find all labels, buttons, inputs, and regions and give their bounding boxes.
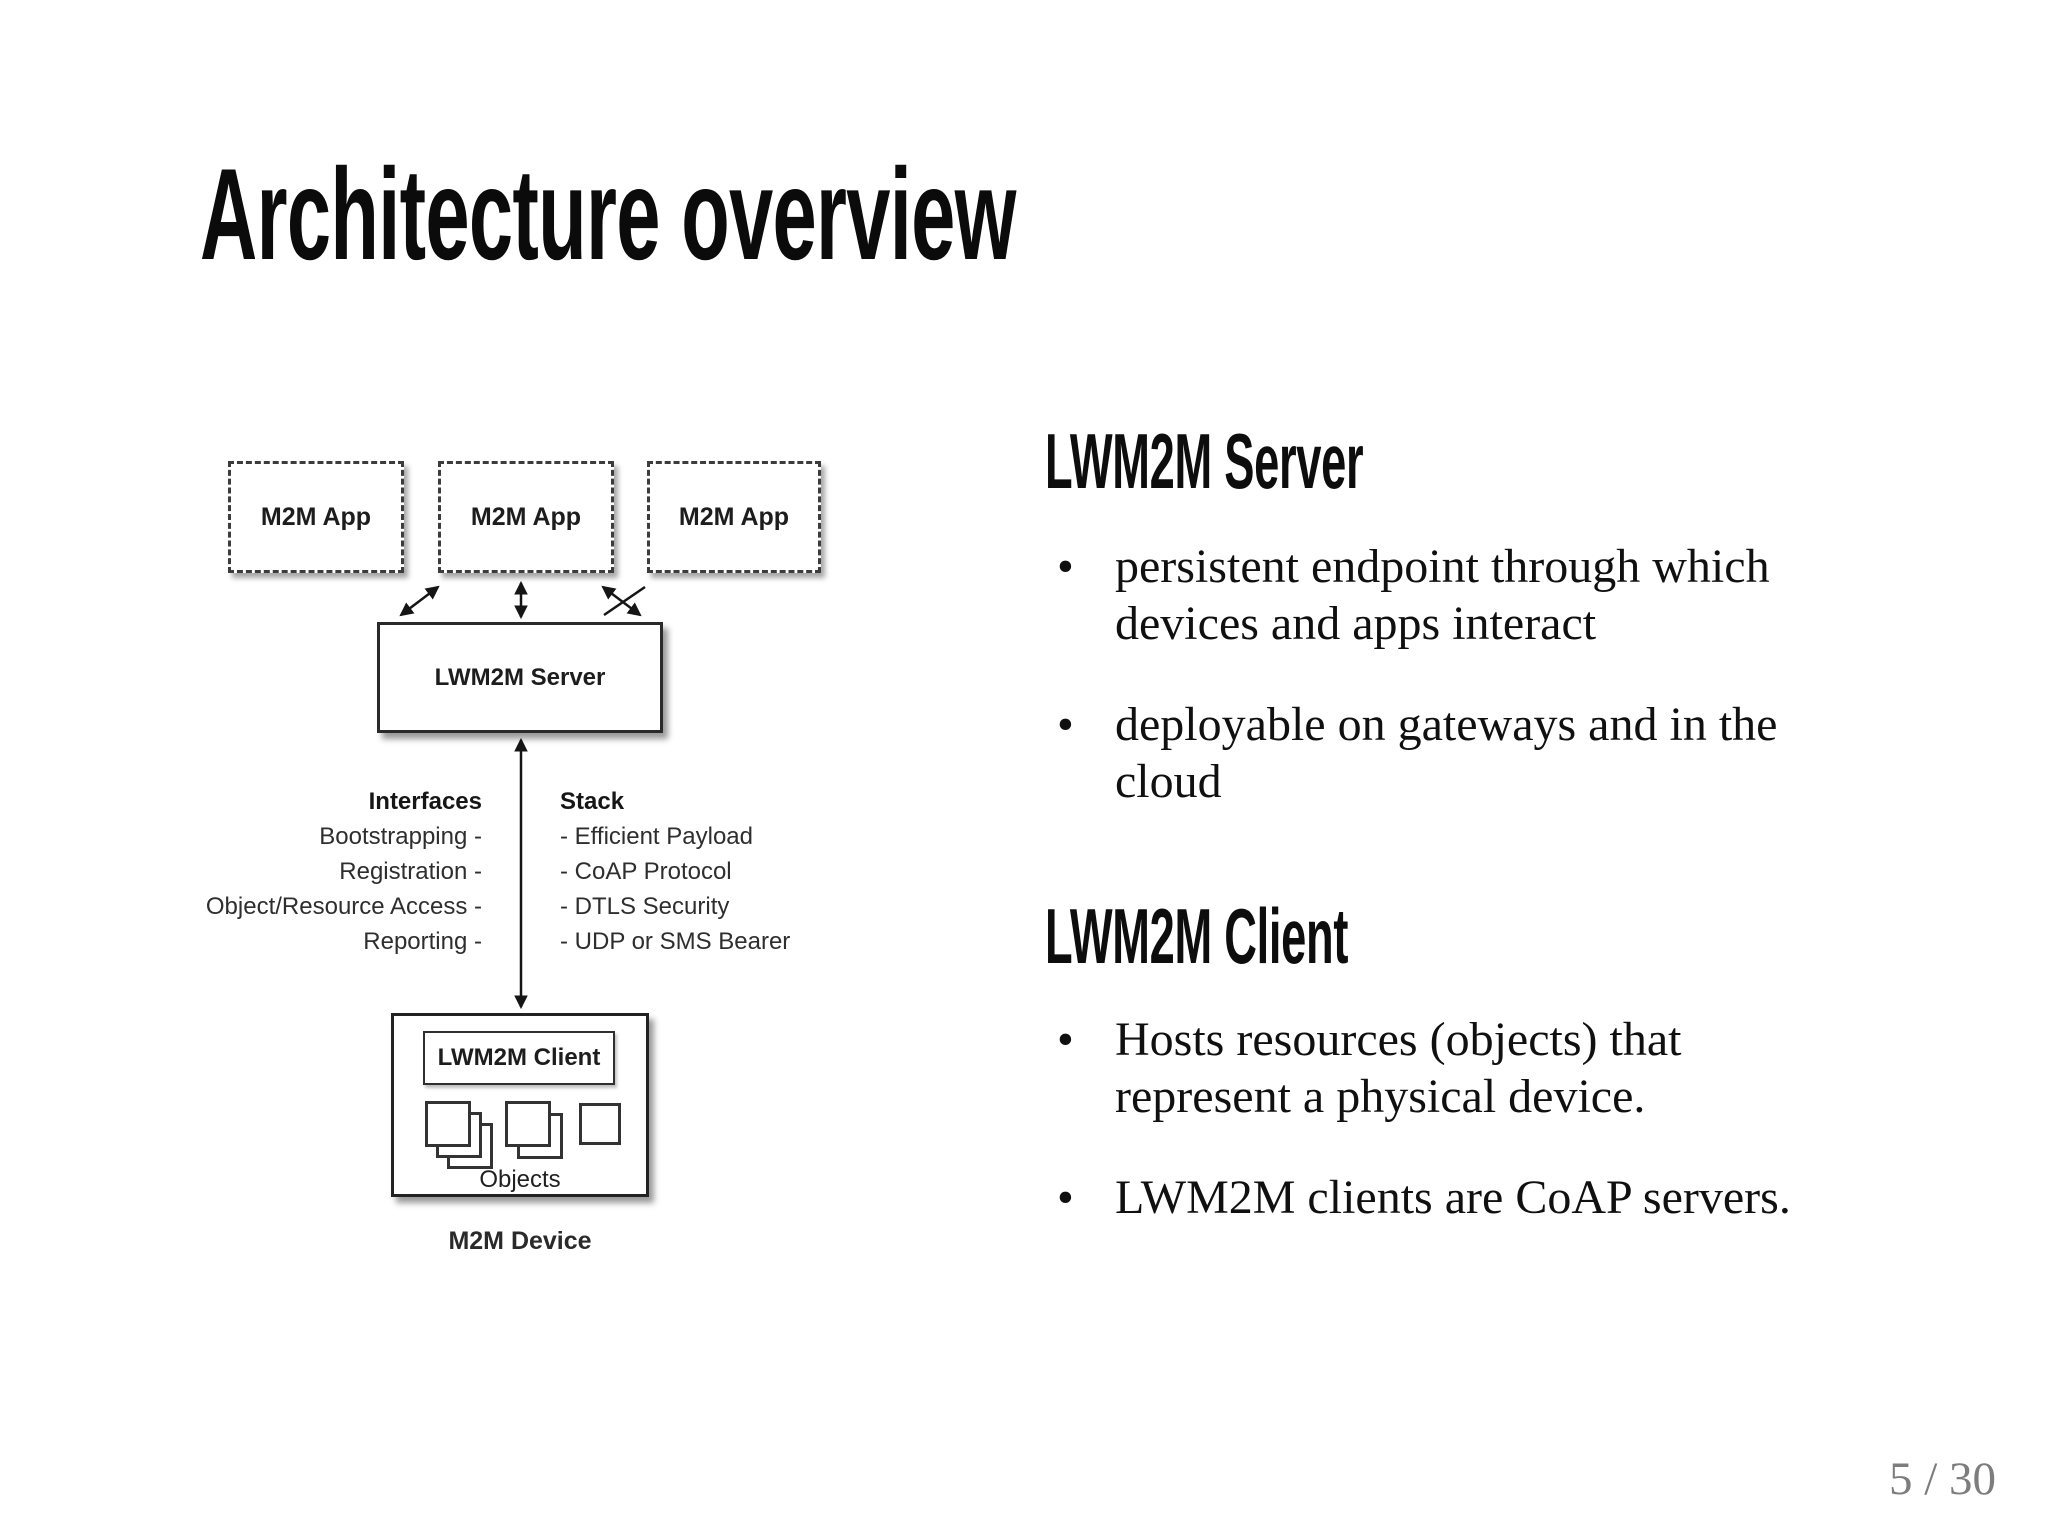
stack-header: Stack	[560, 788, 625, 815]
lwm2m-server-box: LWM2M Server	[377, 622, 663, 733]
bullet-line: Hosts resources (objects) that	[1115, 1013, 1682, 1066]
section-lwm2m-server: LWM2M Server persistent endpoint through…	[1045, 416, 1777, 810]
page-number: 5 / 30	[1888, 1453, 1996, 1505]
section-lwm2m-client: LWM2M Client Hosts resources (objects) t…	[1045, 891, 1791, 1226]
stack-column: Stack - Efficient Payload - CoAP Protoco…	[560, 784, 790, 959]
lwm2m-client-box: LWM2M Client	[423, 1031, 615, 1085]
stack-item: - Efficient Payload	[560, 823, 753, 850]
stack-item: - UDP or SMS Bearer	[560, 928, 791, 955]
bullet-line: devices and apps interact	[1115, 597, 1597, 650]
bullet-item: LWM2M clients are CoAP servers.	[1045, 1169, 1791, 1226]
interfaces-item: Reporting -	[363, 928, 482, 955]
interfaces-header: Interfaces	[368, 788, 482, 815]
object-icon	[505, 1101, 551, 1147]
objects-label: Objects	[479, 1166, 561, 1193]
bullet-item: persistent endpoint through which device…	[1045, 538, 1777, 652]
m2m-device-box: LWM2M Client Objects	[391, 1013, 649, 1197]
m2m-app-box-2: M2M App	[438, 461, 614, 573]
bullet-line: deployable on gateways and in the	[1115, 698, 1778, 751]
interfaces-item: Registration -	[339, 858, 482, 885]
stack-item: - CoAP Protocol	[560, 858, 732, 885]
architecture-diagram: M2M App M2M App M2M App LWM2M Server Int…	[190, 440, 850, 1300]
object-icon	[579, 1103, 621, 1145]
section-heading: LWM2M Server	[1045, 417, 1364, 505]
bullet-line: LWM2M clients are CoAP servers.	[1115, 1171, 1791, 1224]
stack-item: - DTLS Security	[560, 893, 730, 920]
bullet-line: persistent endpoint through which	[1115, 540, 1770, 593]
diagram-arrows	[399, 580, 646, 1010]
m2m-app-box-1: M2M App	[228, 461, 404, 573]
bullet-item: deployable on gateways and in the cloud	[1045, 696, 1777, 810]
m2m-app-box-3: M2M App	[647, 461, 821, 573]
object-icon	[425, 1101, 471, 1147]
bullet-list: Hosts resources (objects) that represent…	[1045, 1011, 1791, 1226]
section-heading: LWM2M Client	[1045, 892, 1349, 980]
interfaces-item: Object/Resource Access -	[205, 893, 482, 920]
bullet-line: cloud	[1115, 755, 1222, 808]
bullet-item: Hosts resources (objects) that represent…	[1045, 1011, 1791, 1125]
interfaces-column: Interfaces Bootstrapping - Registration …	[190, 784, 482, 959]
bullet-list: persistent endpoint through which device…	[1045, 538, 1777, 810]
m2m-device-label: M2M Device	[448, 1227, 592, 1255]
page-title: Architecture overview	[200, 141, 1016, 287]
interfaces-item: Bootstrapping -	[319, 823, 482, 850]
bullet-line: represent a physical device.	[1115, 1070, 1646, 1123]
